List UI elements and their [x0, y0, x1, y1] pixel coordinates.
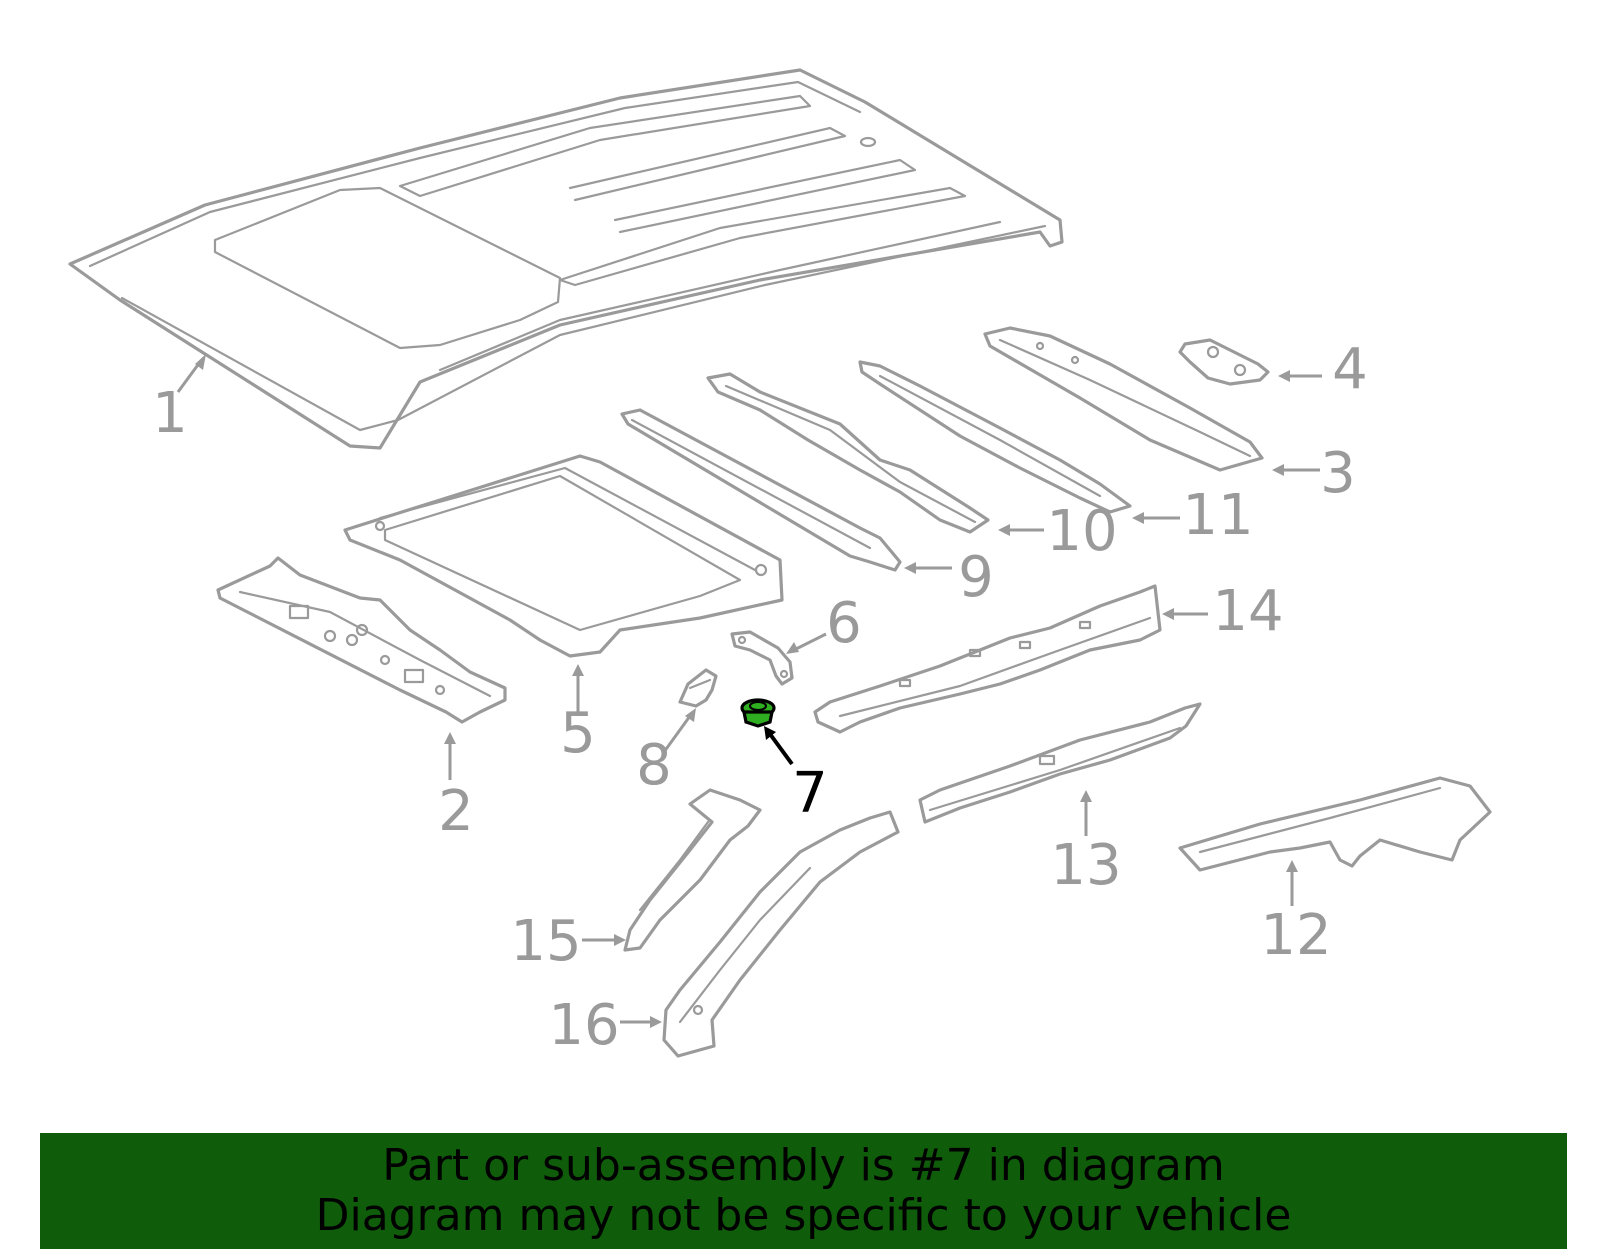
banner-line-disclaimer: Diagram may not be specific to your vehi…	[315, 1190, 1292, 1241]
part-9-roof-bow[interactable]	[620, 408, 902, 572]
part-5-sunroof-frame[interactable]	[343, 454, 784, 658]
callout-3[interactable]: 3	[1320, 441, 1356, 506]
callout-1[interactable]: 1	[152, 381, 188, 446]
callout-2[interactable]: 2	[438, 779, 474, 844]
part-6-bracket[interactable]	[730, 630, 794, 686]
callout-9[interactable]: 9	[958, 545, 994, 610]
part-7-nut-highlighted[interactable]	[740, 698, 776, 728]
part-14-side-rail-inner[interactable]	[813, 584, 1162, 734]
part-11-roof-bow[interactable]	[858, 360, 1132, 514]
part-13-side-rail-outer[interactable]	[918, 702, 1202, 824]
banner-line-part-info: Part or sub-assembly is #7 in diagram	[382, 1140, 1225, 1191]
part-16-pillar[interactable]	[662, 810, 900, 1058]
part-3-rear-header[interactable]	[983, 326, 1264, 472]
callout-11[interactable]: 11	[1182, 483, 1253, 548]
part-2-front-header[interactable]	[216, 556, 507, 724]
part-8-clip[interactable]	[678, 668, 718, 708]
part-12-quarter-reinforcement[interactable]	[1178, 776, 1492, 872]
part-15-pillar-reinforcement[interactable]	[623, 788, 762, 952]
parts-diagram: 1 2 3 4 5 6 7 8 9 10 11 12 13 14 15 16	[68, 68, 1492, 1058]
callout-13[interactable]: 13	[1050, 833, 1121, 898]
callout-14[interactable]: 14	[1212, 579, 1283, 644]
callout-5[interactable]: 5	[560, 701, 596, 766]
part-10-roof-bow[interactable]	[706, 372, 990, 534]
callout-8[interactable]: 8	[636, 733, 672, 798]
callout-6[interactable]: 6	[826, 591, 862, 656]
part-4-bracket[interactable]	[1178, 338, 1270, 386]
part-1-roof-panel[interactable]	[68, 68, 1064, 450]
callout-16[interactable]: 16	[548, 993, 619, 1058]
callout-12[interactable]: 12	[1260, 903, 1331, 968]
leader-arrows	[176, 354, 1322, 1028]
callout-labels: 1 2 3 4 5 6 7 8 9 10 11 12 13 14 15 16	[152, 337, 1368, 1058]
callout-10[interactable]: 10	[1046, 499, 1117, 564]
info-banner: Part or sub-assembly is #7 in diagram Di…	[40, 1133, 1567, 1249]
callout-4[interactable]: 4	[1332, 337, 1368, 402]
callout-15[interactable]: 15	[510, 909, 581, 974]
callout-7[interactable]: 7	[792, 761, 828, 826]
